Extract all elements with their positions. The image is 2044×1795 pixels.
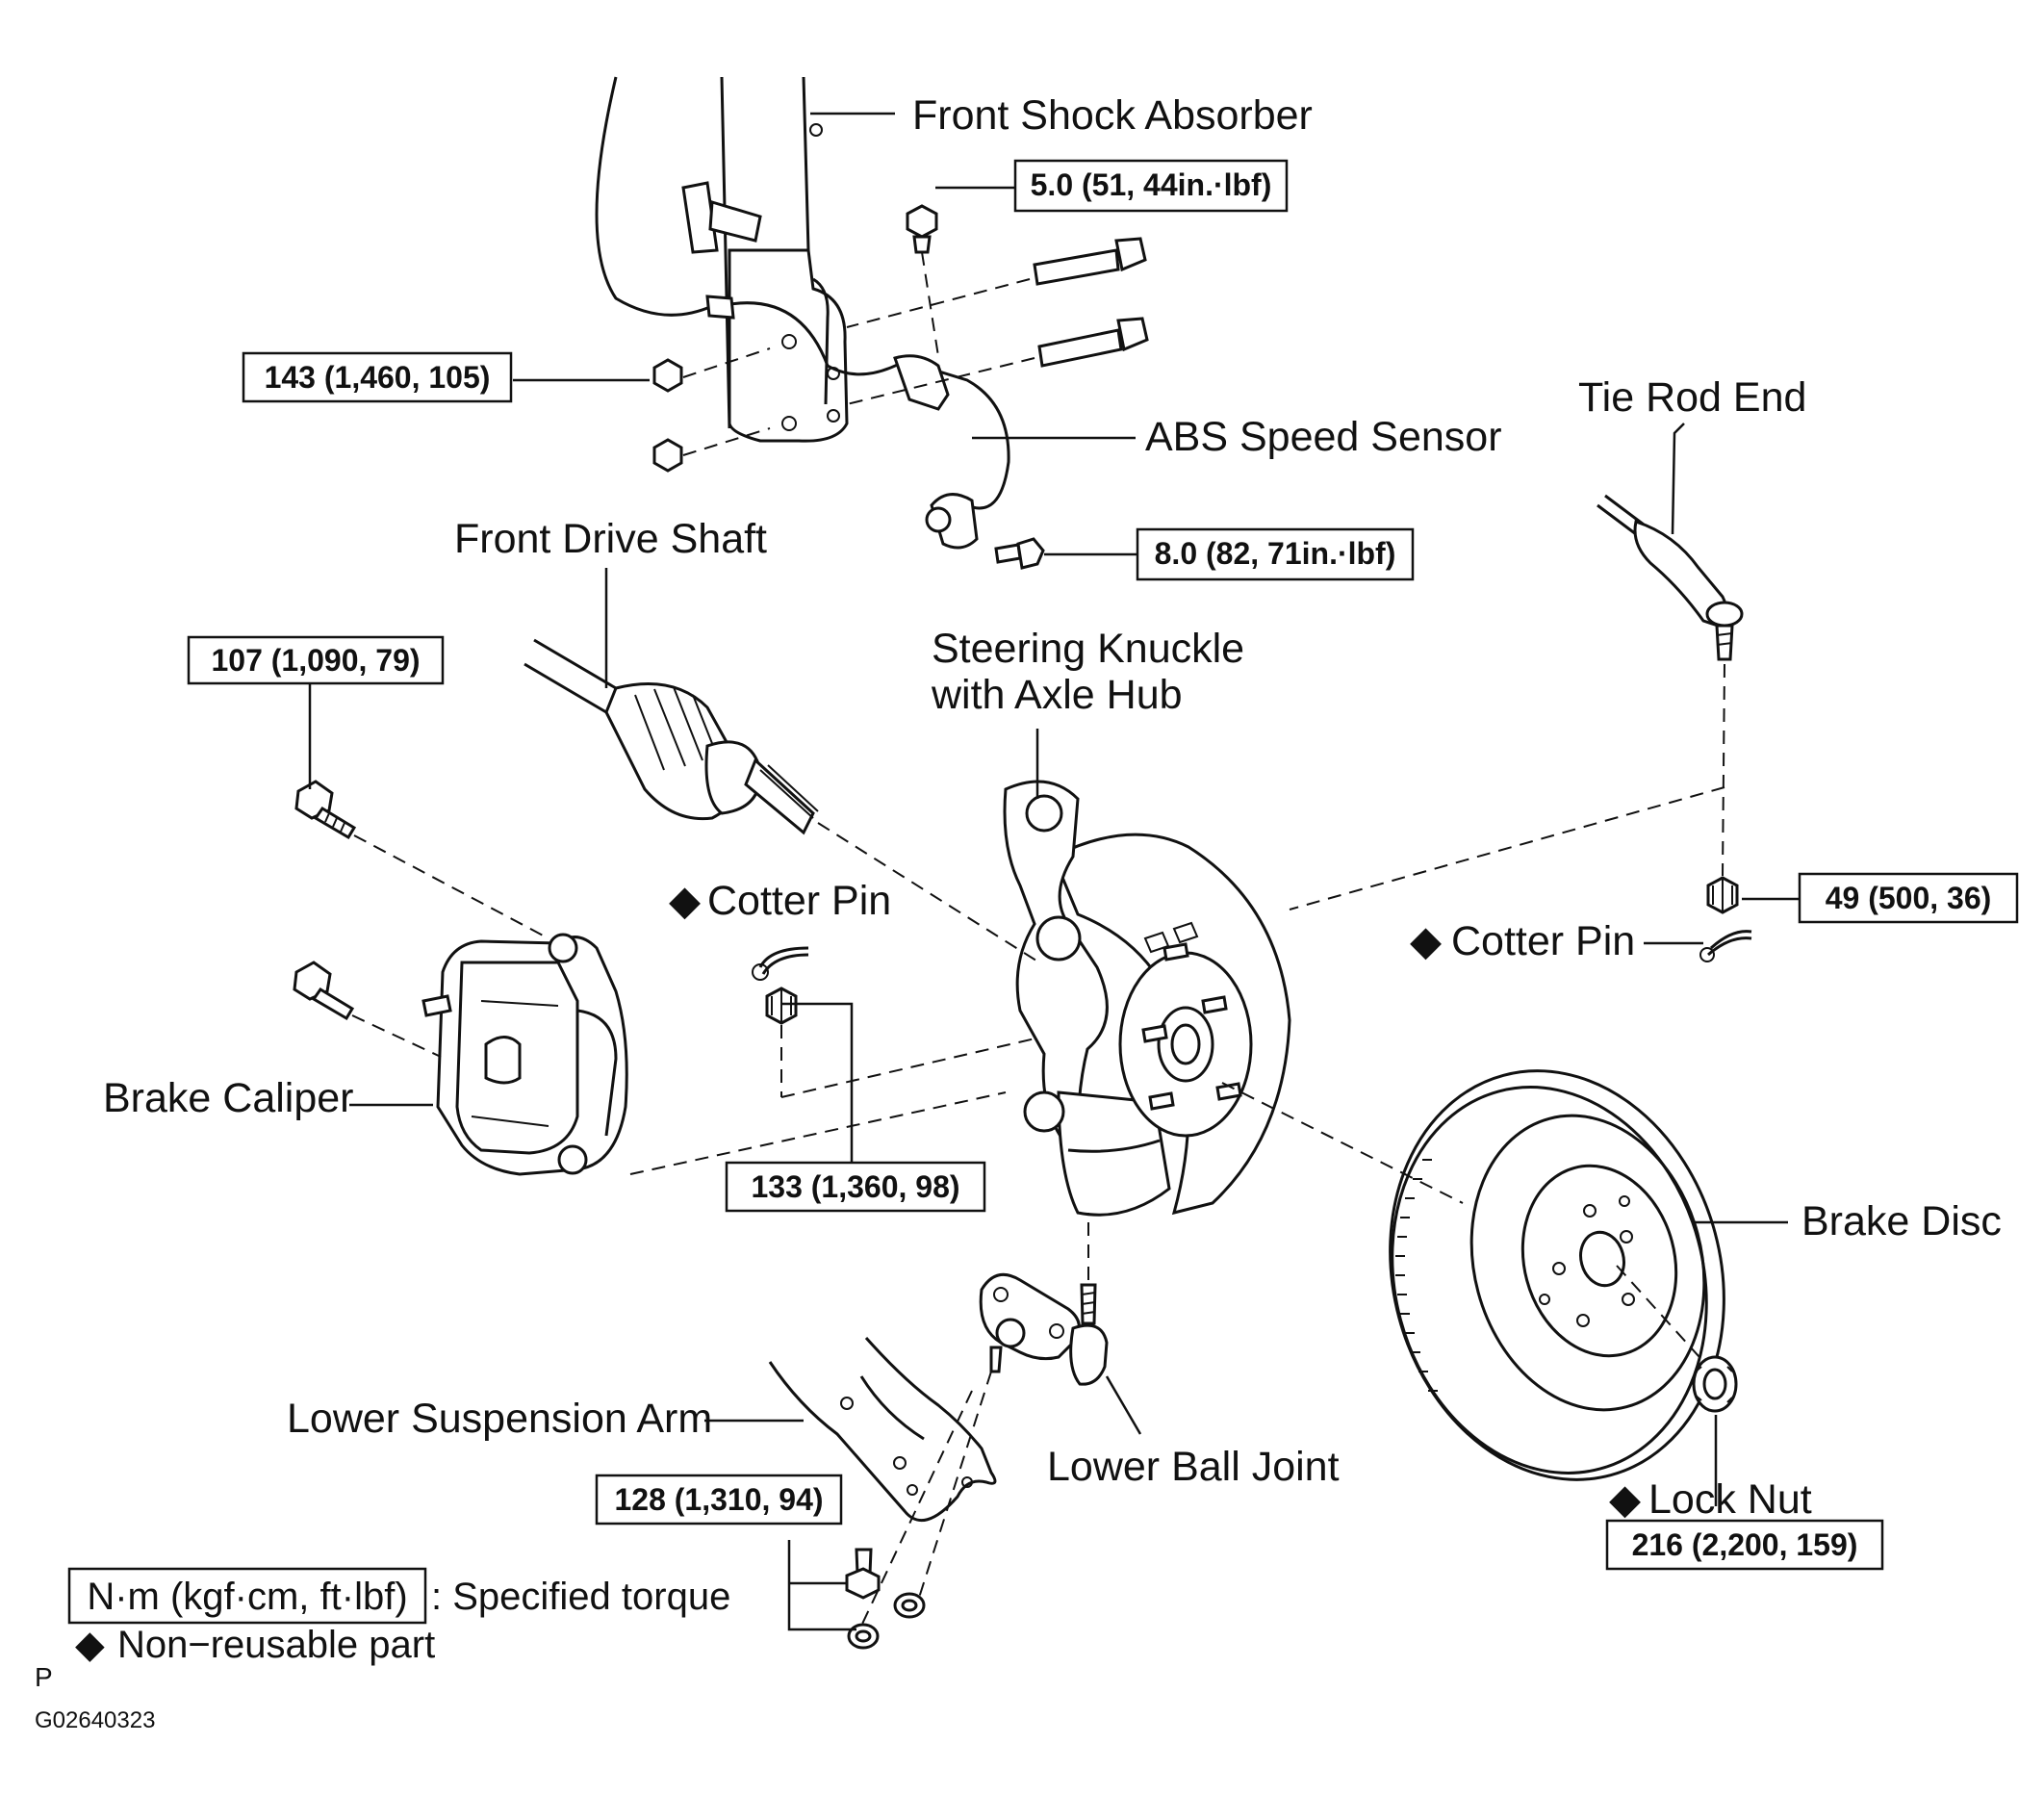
torque-lock-nut: 216 (2,200, 159) (1632, 1527, 1858, 1562)
abs-speed-sensor (595, 76, 1010, 550)
front-shock-absorber (720, 76, 849, 443)
caliper-bolts (293, 780, 549, 1058)
lower-arm-fasteners (845, 1548, 926, 1650)
lower-suspension-arm (768, 1337, 997, 1637)
label-front-drive-shaft: Front Drive Shaft (454, 516, 767, 562)
torque-box-lower-arm: 128 (1,310, 94) (595, 1474, 843, 1526)
torque-box-abs-bracket: 5.0 (51, 44in.·lbf) (1013, 159, 1289, 213)
front-drive-shaft (524, 638, 819, 835)
legend: N·m (kgf·cm, ft·lbf) : Specified torque … (67, 1567, 730, 1666)
label-lock-nut: Lock Nut (1648, 1476, 1812, 1523)
cotter-pin-left (752, 946, 809, 981)
torque-box-tie-rod: 49 (500, 36) (1798, 872, 2019, 924)
lock-nut (1692, 1355, 1738, 1413)
tie-rod-end (1289, 494, 1744, 910)
legend-non-reusable-symbol: ◆ (75, 1624, 105, 1666)
torque-lower-arm-bolt: 128 (1,310, 94) (614, 1482, 823, 1517)
torque-caliper-bolt: 107 (1,090, 79) (211, 643, 420, 678)
legend-unit-description: : Specified torque (431, 1576, 730, 1618)
tie-rod-nut (1706, 876, 1739, 914)
label-brake-disc: Brake Disc (1801, 1198, 2002, 1244)
non-reusable-mark: ◆ (1410, 918, 1442, 964)
steering-knuckle (1003, 780, 1291, 1217)
legend-unit-box: N·m (kgf·cm, ft·lbf) (87, 1576, 407, 1618)
caliper-mount-axis (629, 1091, 1007, 1175)
footer-marker: P (35, 1662, 53, 1692)
label-cotter-pin-left: Cotter Pin (707, 878, 891, 924)
strut-bolts (652, 237, 1149, 473)
label-abs-speed-sensor: ABS Speed Sensor (1145, 414, 1502, 460)
abs-bracket-bolt (906, 204, 939, 357)
abs-sensor-bolt (994, 537, 1045, 570)
non-reusable-mark: ◆ (1609, 1476, 1641, 1523)
label-lower-suspension-arm: Lower Suspension Arm (287, 1396, 712, 1442)
label-brake-caliper: Brake Caliper (103, 1075, 354, 1121)
torque-ball-joint-nut: 133 (1,360, 98) (751, 1169, 959, 1204)
legend-non-reusable: Non−reusable part (117, 1624, 435, 1666)
label-front-shock-absorber: Front Shock Absorber (912, 92, 1313, 139)
torque-tie-rod-nut: 49 (500, 36) (1826, 881, 1992, 915)
torque-strut-nut: 143 (1,460, 105) (265, 360, 491, 395)
label-lower-ball-joint: Lower Ball Joint (1047, 1444, 1340, 1490)
brake-disc (1221, 1069, 1725, 1481)
torque-abs-bracket-bolt: 5.0 (51, 44in.·lbf) (1031, 167, 1272, 202)
label-tie-rod-end: Tie Rod End (1578, 374, 1806, 421)
lower-ball-joint (979, 1213, 1109, 1386)
torque-box-abs-sensor: 8.0 (82, 71in.·lbf) (1136, 527, 1415, 581)
torque-box-lock-nut: 216 (2,200, 159) (1605, 1519, 1884, 1571)
figure-code: G02640323 (35, 1707, 155, 1733)
leader-lines (308, 112, 1800, 1631)
label-steering-knuckle: Steering Knuckle (932, 626, 1244, 672)
brake-caliper (422, 933, 628, 1176)
torque-box-ball-joint: 133 (1,360, 98) (725, 1161, 986, 1213)
label-cotter-pin-right: Cotter Pin (1451, 918, 1635, 964)
torque-box-caliper: 107 (1,090, 79) (187, 635, 445, 685)
torque-abs-sensor-bolt: 8.0 (82, 71in.·lbf) (1155, 536, 1396, 571)
torque-box-strut-nut: 143 (1,460, 105) (242, 351, 513, 403)
cotter-pin-right (1699, 930, 1752, 962)
ball-joint-nut (765, 987, 1040, 1098)
non-reusable-mark: ◆ (669, 878, 701, 924)
label-steering-knuckle-2: with Axle Hub (931, 672, 1183, 718)
